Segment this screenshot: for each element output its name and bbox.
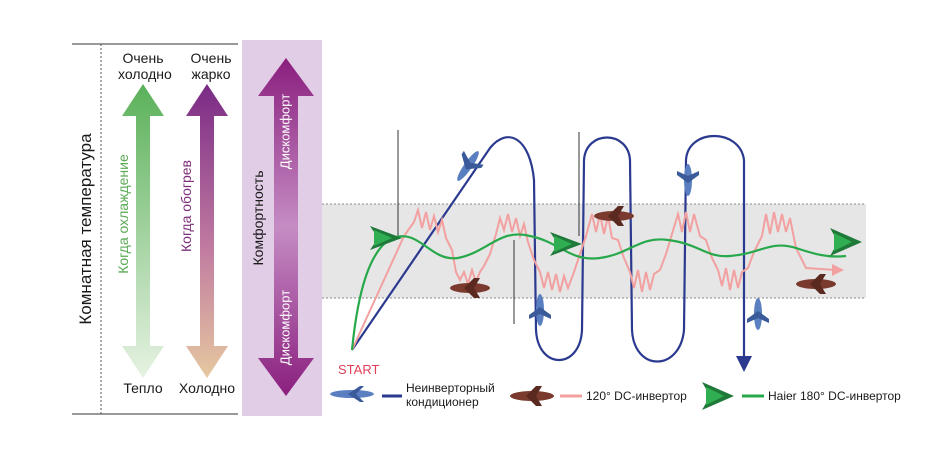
- inverter-120-curve: [351, 206, 837, 351]
- very-hot-label: Очень жарко: [186, 50, 236, 82]
- blue-plane-icon: [457, 150, 484, 181]
- blue-plane-icon: [747, 298, 769, 330]
- left-frame: [72, 43, 238, 415]
- cooling-label: Когда охлаждение: [115, 154, 131, 274]
- start-label: START: [338, 362, 380, 377]
- brown-plane-icon: [450, 278, 490, 298]
- comfort-label: Комфортность: [250, 170, 266, 266]
- legend-non-inverter-line2: кондиционер: [406, 395, 479, 409]
- discomfort-top-label: Дискомфорт: [277, 93, 293, 170]
- legend-non-inverter-label: Неинверторный кондиционер: [406, 381, 495, 409]
- blue-plane-icon: [677, 164, 699, 196]
- brown-plane-icon: [796, 274, 836, 294]
- discomfort-bottom-label: Дискомфорт: [277, 289, 293, 366]
- legend-inverter-120-label: 120° DC-инвертор: [586, 389, 687, 403]
- legend-blue-plane-icon: [330, 386, 374, 402]
- comfort-arrow: [258, 58, 314, 396]
- legend-green-plane-icon: [702, 382, 734, 410]
- room-temperature-label: Комнатная температура: [76, 133, 95, 325]
- green-plane-icon: [830, 228, 862, 256]
- heating-arrow: [186, 84, 228, 378]
- very-cold-line1: Очень: [122, 50, 164, 66]
- very-hot-line2: жарко: [191, 66, 231, 82]
- green-plane-icon: [370, 226, 402, 250]
- very-hot-line1: Очень: [190, 50, 232, 66]
- blue-plane-icon: [529, 294, 551, 326]
- brown-plane-icon: [594, 206, 634, 226]
- warm-label: Тепло: [123, 380, 163, 396]
- green-plane-icon: [550, 232, 582, 256]
- very-cold-label: Очень холодно: [118, 50, 172, 82]
- legend-non-inverter-line1: Неинверторный: [406, 381, 495, 395]
- legend-brown-plane-icon: [510, 386, 554, 406]
- heating-label: Когда обогрев: [178, 160, 194, 252]
- comfort-band: [322, 204, 866, 298]
- non-inverter-curve: [351, 135, 746, 363]
- very-cold-line2: холодно: [118, 66, 172, 82]
- cold-label: Холодно: [178, 380, 236, 396]
- legend-haier-180-label: Haier 180° DC-инвертор: [768, 389, 901, 403]
- cooling-arrow: [122, 84, 164, 378]
